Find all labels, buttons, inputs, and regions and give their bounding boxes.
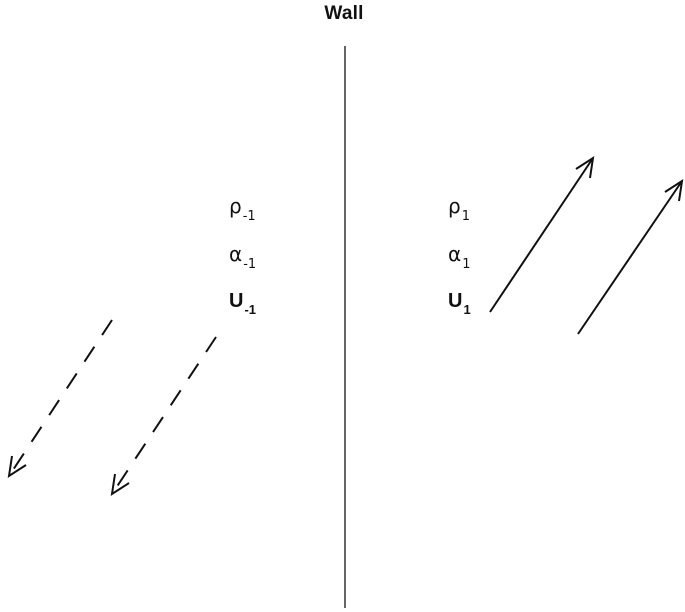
dashed-arrow-left: [7, 319, 113, 479]
incident-velocity-subscript: -1: [244, 302, 257, 317]
wall-title: Wall: [324, 3, 364, 24]
reflected-velocity-subscript: 1: [463, 302, 471, 317]
reflected-density-subscript: 1: [461, 209, 470, 224]
incident-density-subscript: -1: [242, 209, 256, 224]
incident-fraction-label: α-1: [229, 242, 256, 272]
solid-arrow-right: [577, 178, 684, 335]
incident-density-symbol: ρ: [229, 194, 242, 218]
incident-velocity-symbol: U: [229, 290, 244, 312]
dashed-arrow-right: [110, 336, 217, 497]
incident-fraction-subscript: -1: [243, 257, 257, 272]
incident-velocity-label: U-1: [229, 290, 256, 317]
reflected-density-symbol: ρ: [448, 194, 461, 218]
incident-fraction-symbol: α: [229, 242, 243, 266]
reflected-arrows: [489, 155, 684, 335]
reflected-velocity-label: U1: [448, 290, 471, 317]
incident-density-label: ρ-1: [229, 194, 256, 224]
reflected-density-label: ρ1: [448, 194, 470, 224]
reflected-fraction-subscript: 1: [462, 257, 471, 272]
reflected-fraction-symbol: α: [448, 242, 462, 266]
reflected-fraction-label: α1: [448, 242, 470, 272]
reflected-velocity-symbol: U: [448, 290, 463, 312]
incident-arrows: [7, 319, 217, 497]
solid-arrow-left: [489, 155, 595, 313]
